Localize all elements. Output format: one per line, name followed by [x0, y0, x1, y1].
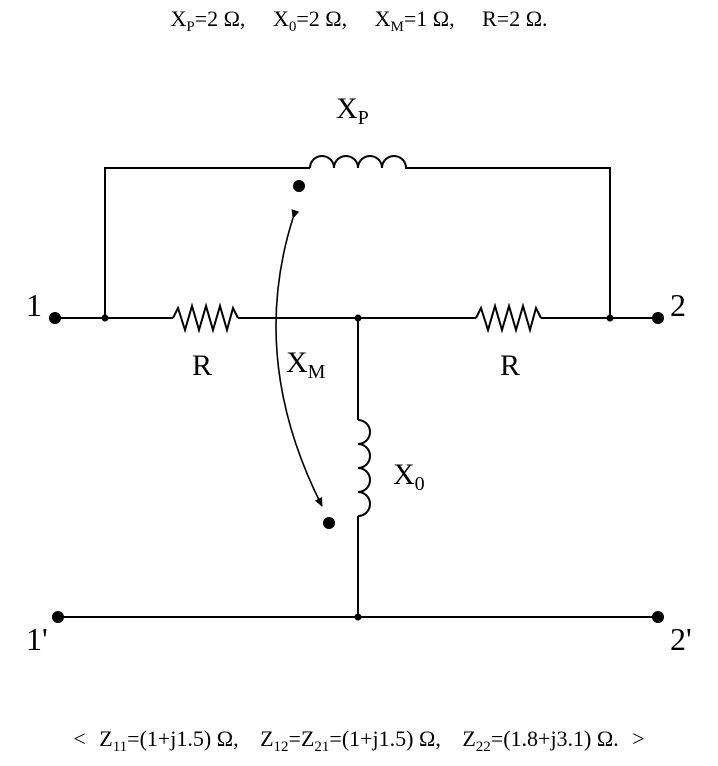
terminal-2-prime: [652, 611, 664, 623]
wire-top-left-vertical: [104, 167, 310, 318]
label-terminal-1-prime: 1': [26, 621, 48, 657]
resistor-left: [172, 302, 239, 334]
parameter-line: XP=2 Ω, X0=2 Ω, XM=1 Ω, R=2 Ω.: [0, 6, 718, 35]
inductor-x0: [357, 419, 371, 517]
param-xp: XP=2 Ω,: [170, 6, 246, 35]
junction-right: [606, 314, 614, 322]
result-z11: Z11=(1+j1.5) Ω,: [99, 726, 239, 755]
junction-center: [354, 314, 362, 322]
polarity-dot-xp: [293, 180, 305, 192]
resistor-right: [475, 302, 542, 334]
label-x0: X0: [393, 458, 425, 495]
label-terminal-1: 1: [26, 287, 42, 323]
param-r: R=2 Ω.: [482, 6, 548, 31]
terminal-1-prime: [52, 611, 64, 623]
label-xp: XP: [336, 92, 369, 129]
terminal-1: [49, 312, 61, 324]
label-terminal-2-prime: 2': [670, 621, 692, 657]
junction-bottom: [354, 613, 362, 621]
junction-left: [101, 314, 109, 322]
terminal-2: [652, 312, 664, 324]
param-x0: X0=2 Ω,: [272, 6, 348, 35]
label-resistor-right: R: [500, 349, 520, 382]
label-xm: XM: [286, 346, 326, 383]
result-line: < Z11=(1+j1.5) Ω, Z12=Z21=(1+j1.5) Ω, Z2…: [0, 726, 718, 755]
mutual-coupling-arrow: [275, 209, 323, 507]
result-z12-z21: Z12=Z21=(1+j1.5) Ω,: [260, 726, 441, 755]
polarity-dot-x0: [323, 517, 335, 529]
label-terminal-2: 2: [670, 287, 686, 323]
result-close-bracket: >: [632, 726, 645, 751]
result-open-bracket: <: [73, 726, 86, 751]
wire-top-right-vertical: [405, 167, 611, 318]
label-resistor-left: R: [192, 349, 212, 382]
param-xm: XM=1 Ω,: [374, 6, 455, 35]
inductor-xp: [309, 155, 407, 169]
result-z22: Z22=(1.8+j3.1) Ω.: [462, 726, 619, 755]
